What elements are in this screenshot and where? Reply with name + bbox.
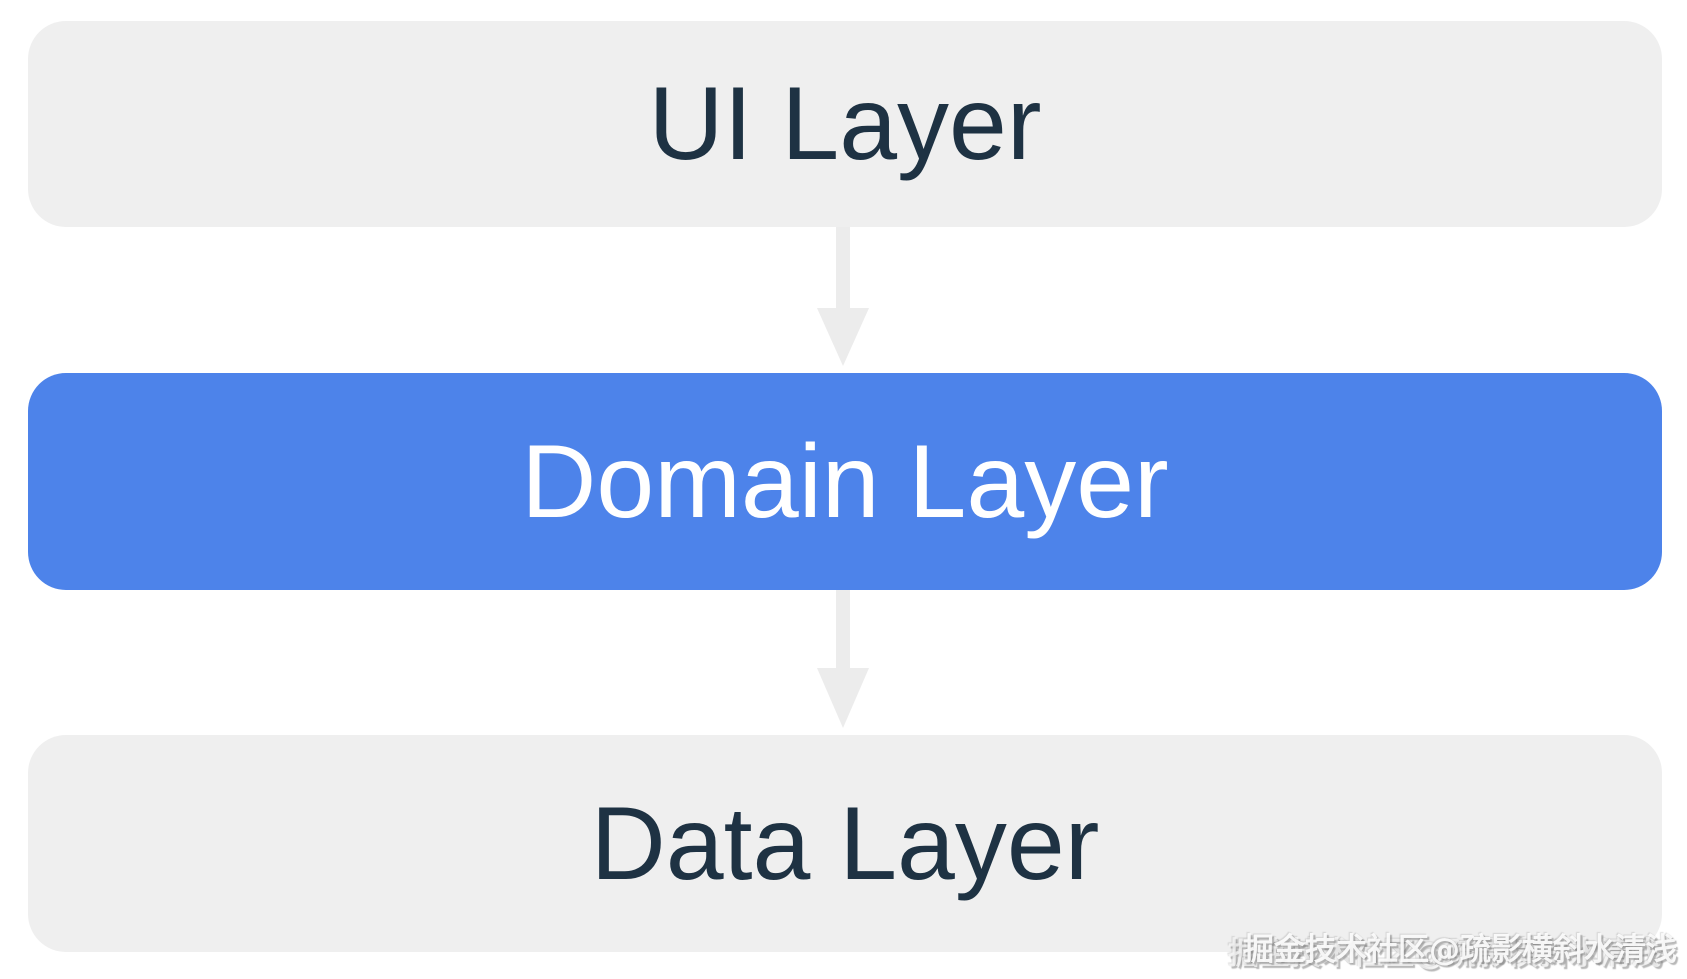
down-arrow-line-1 <box>836 227 850 309</box>
down-arrow-head-icon-1 <box>817 308 869 366</box>
layer-box-domain: Domain Layer <box>28 373 1662 590</box>
layer-box-ui: UI Layer <box>28 21 1662 227</box>
layer-label-data: Data Layer <box>590 785 1100 902</box>
down-arrow-line-2 <box>836 590 850 669</box>
layer-label-domain: Domain Layer <box>521 423 1169 540</box>
layer-label-ui: UI Layer <box>648 66 1042 182</box>
down-arrow-head-icon-2 <box>817 668 869 728</box>
layer-box-data: Data Layer <box>28 735 1662 952</box>
